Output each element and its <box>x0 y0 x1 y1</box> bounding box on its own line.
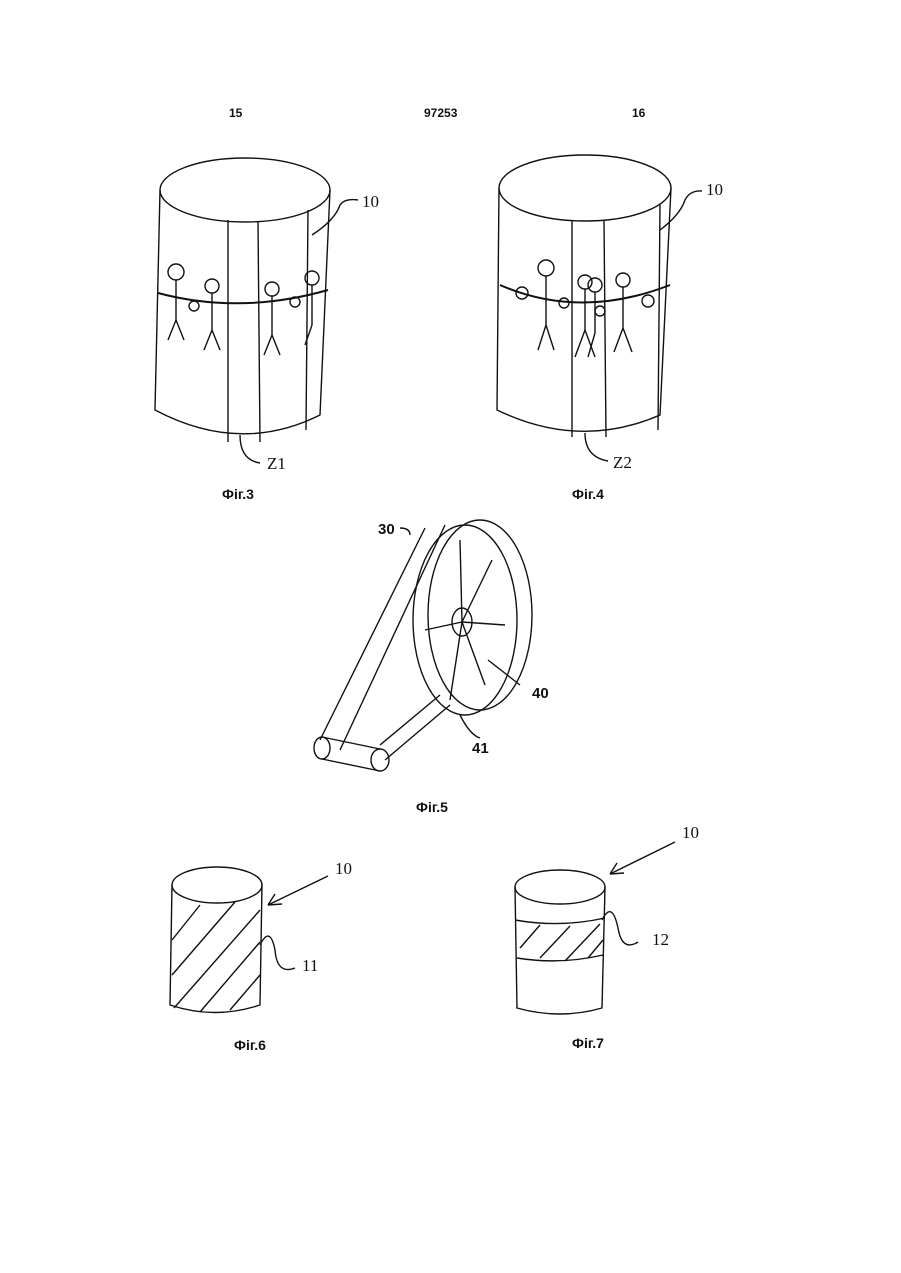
fig3-ref-z1: Z1 <box>267 454 286 473</box>
fig6-ref-11: 11 <box>302 956 318 975</box>
fig6-ref-10: 10 <box>335 859 352 878</box>
fig7-ref-10: 10 <box>682 823 699 842</box>
figure-7-drawing: 10 12 <box>510 820 730 1020</box>
figure-3-drawing: 10 Z1 <box>140 150 400 480</box>
fig4-ref-10: 10 <box>706 180 723 199</box>
figure-5-drawing: 30 40 41 <box>300 510 590 790</box>
fig3-ref-10: 10 <box>362 192 379 211</box>
fig4-ref-z2: Z2 <box>613 453 632 472</box>
fig5-ref-40: 40 <box>532 685 549 702</box>
fig5-caption: Фіг.5 <box>416 799 448 815</box>
fig4-caption: Фіг.4 <box>572 486 604 502</box>
fig5-ref-41: 41 <box>472 740 489 757</box>
figure-4-drawing: 10 Z2 <box>480 145 740 475</box>
fig5-ref-30: 30 <box>378 521 395 538</box>
page-number-right: 16 <box>632 106 645 120</box>
fig6-caption: Фіг.6 <box>234 1037 266 1053</box>
fig7-ref-12: 12 <box>652 930 669 949</box>
patent-number: 97253 <box>424 106 457 120</box>
figure-6-drawing: 10 11 <box>160 850 380 1025</box>
page-number-left: 15 <box>229 106 242 120</box>
fig7-caption: Фіг.7 <box>572 1035 604 1051</box>
fig3-caption: Фіг.3 <box>222 486 254 502</box>
